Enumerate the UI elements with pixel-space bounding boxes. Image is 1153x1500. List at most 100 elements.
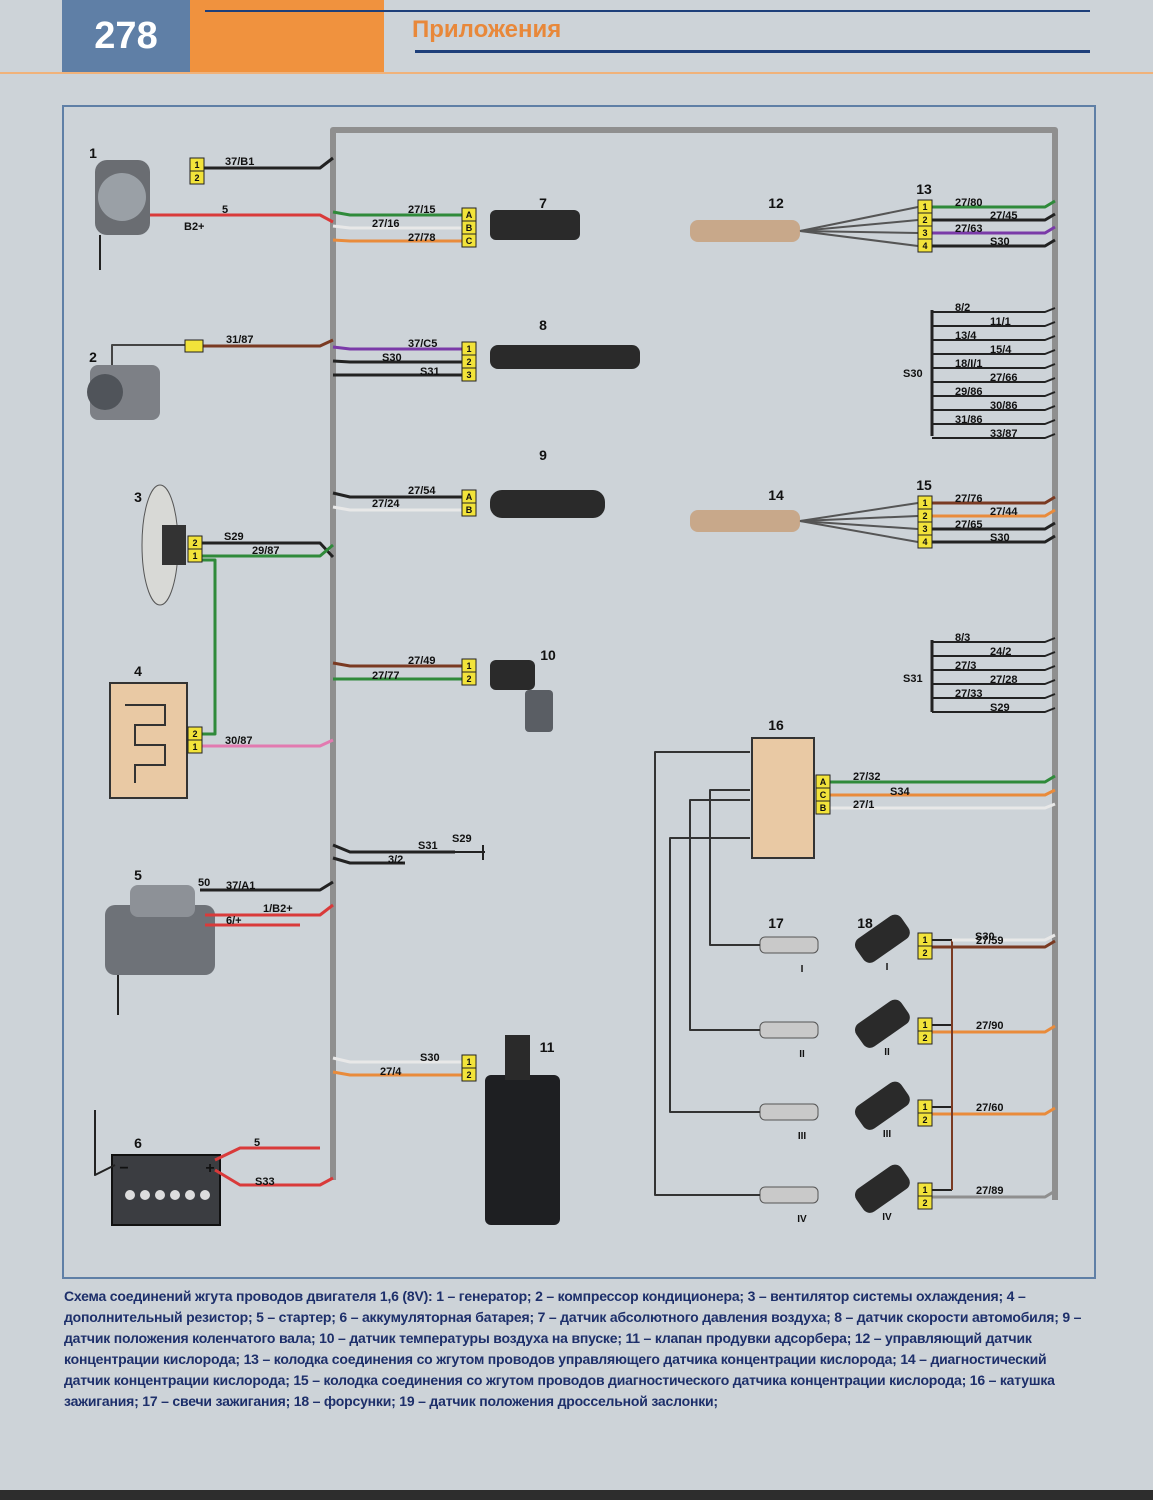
injector-body [854,1081,910,1130]
iat-connector-pin-label: 1 [466,661,471,671]
injector-body [854,914,910,963]
wire-resistor-fan [202,558,217,736]
wire-label: 27/89 [976,1185,1004,1197]
wire-label: S30 [975,931,995,943]
injector-body [854,1164,910,1213]
o2-control-connector-pin-label: 1 [922,202,927,212]
injector-connector-pin-label: 2 [922,1115,927,1125]
wire-label: 5 [254,1137,260,1149]
diagram-frame [62,105,1096,1279]
wire-label: S30 [990,532,1010,544]
component-number: 12 [768,195,784,211]
wire-s31-5 [932,707,1056,713]
battery-cell [140,1190,150,1200]
wire-label: 27/60 [976,1102,1004,1114]
wire-27-65-lead [799,520,919,530]
wire-label: 18/I/1 [955,358,983,370]
injector-body [854,999,910,1048]
wire-label: 5 [222,204,228,216]
cylinder-label: IV [882,1212,892,1223]
wire-3-2 [332,856,405,865]
wire-label: S31 [903,673,923,685]
wire-s31-0 [932,637,1056,643]
wire-s30-11 [332,1056,462,1064]
wire-27-89 [932,1189,1056,1199]
wire-label: S30 [382,352,402,364]
wire-s34 [830,788,1056,797]
wire-label: 24/2 [990,646,1011,658]
wire-label: S30 [420,1052,440,1064]
component-number: 18 [857,915,873,931]
wire-s31-1 [932,651,1056,657]
wire-s31-3 [932,679,1056,685]
wire-label: 27/1 [853,799,874,811]
wire-1-b2 [205,903,334,917]
fan-connector-pin [187,548,203,563]
wire-27-54 [332,491,462,499]
wire-27-45 [932,212,1056,222]
wire-label: 13/4 [955,330,977,342]
wire-37-c5 [332,345,462,351]
wire-label: 27/80 [955,197,983,209]
wire-label: S29 [990,702,1010,714]
wire-label: 11/1 [990,316,1011,328]
wire-label: 27/66 [990,372,1018,384]
wire-label: 31/87 [226,334,254,346]
wire-s31-ground [332,843,455,854]
map-sensor-body [490,210,580,240]
wire-label: 1/B2+ [263,903,293,915]
wire-label: 27/59 [976,935,1004,947]
component-number: 6 [134,1135,142,1151]
component-number: 3 [134,489,142,505]
wire-s30-8 [332,359,462,364]
component-number: 10 [540,647,556,663]
resistor-element [125,704,166,783]
component-number: 8 [539,317,547,333]
injector-connector-pin-label: 2 [922,1033,927,1043]
wire-s30-3 [932,349,1056,355]
o2-sensor-diagnostic [690,510,800,532]
wire-compressor-feed [111,344,185,365]
wire-30-87 [202,738,334,748]
header-divider [0,72,1153,74]
spark-plug [759,1021,819,1039]
wire-label: 29/86 [955,386,983,398]
wire-37-a1 [200,880,334,892]
cylinder-label: IV [797,1214,807,1225]
wire-label: 37/B1 [225,156,254,168]
ht-lead-3 [669,837,760,1113]
wire-27-15 [332,210,462,217]
battery-cell [200,1190,210,1200]
component-number: 1 [89,145,97,161]
battery-cell [155,1190,165,1200]
wire-label: 27/77 [372,670,400,682]
header-rule-top [205,10,1090,12]
header-rule-bottom [415,50,1090,53]
generator-connector-pin-label: 2 [194,173,199,183]
starter-solenoid [130,885,195,917]
figure-caption: Схема соединений жгута проводов двигател… [64,1288,1082,1409]
wire-label: 27/24 [372,498,400,510]
wire-label: 15/4 [990,344,1012,356]
o2-diag-connector-pin-label: 1 [922,498,927,508]
wire-s30-15 [932,534,1056,544]
speed-connector-pin-label: 3 [466,370,471,380]
iat-sensor-body [490,660,535,690]
crank-connector-pin [461,502,477,517]
wire-label: 27/44 [990,506,1018,518]
harness-trunk [330,127,1058,1200]
o2-diag-connector-pin-label: 2 [922,511,927,521]
terminal-label: B2+ [184,221,205,233]
wire-5-battery [214,1146,320,1162]
wire-27-60 [932,1106,1056,1116]
wire-label: 27/4 [380,1066,402,1078]
wire-label: 3/2 [388,854,403,866]
wire-5-gen [150,213,334,224]
o2-diag-connector-pin-label: 4 [922,537,927,547]
wire-37-b1 [204,156,334,170]
generator-connector-pin-label: 1 [194,160,199,170]
wire-s30-2 [932,335,1056,341]
wire-label: 30/87 [225,735,253,747]
wire-label: S30 [990,236,1010,248]
